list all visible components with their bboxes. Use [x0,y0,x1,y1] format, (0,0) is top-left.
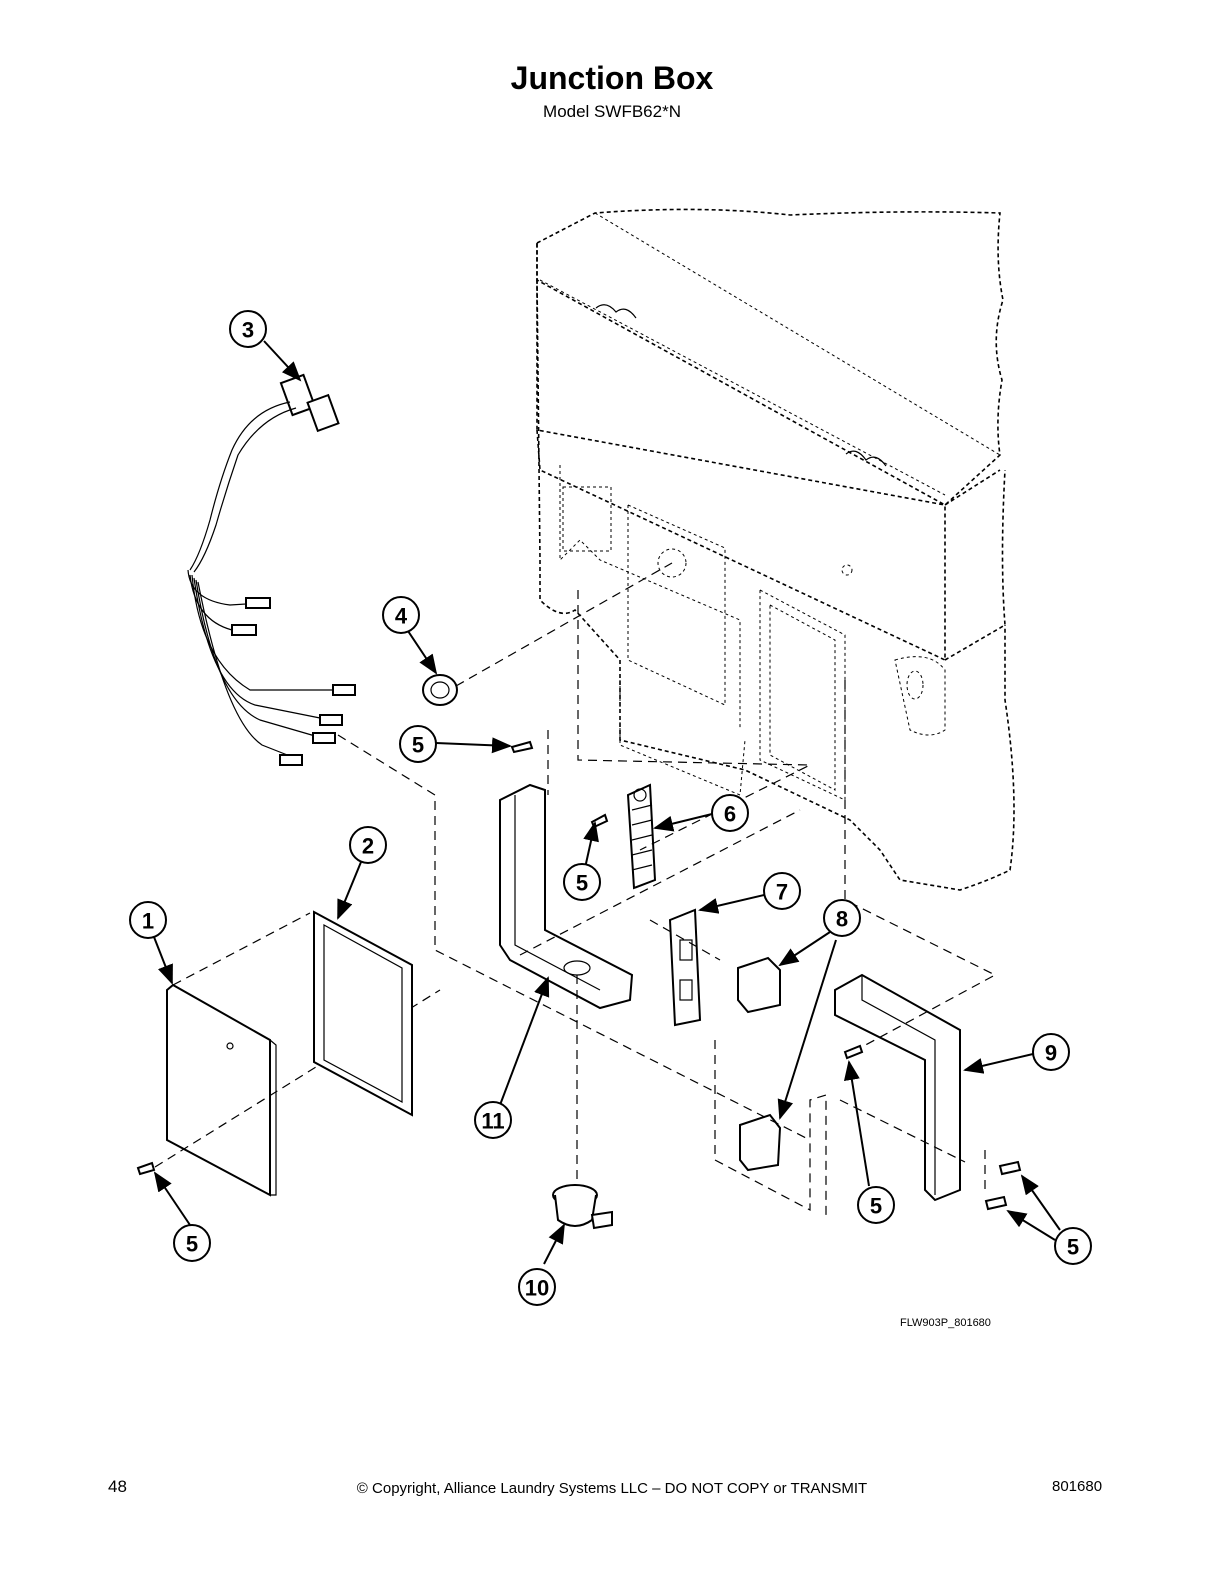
svg-text:7: 7 [776,880,788,905]
callout-9: 9 [1032,1033,1070,1071]
svg-text:5: 5 [870,1194,882,1219]
bushing [422,562,673,706]
cover-panel [154,912,441,1197]
screw-6 [984,1195,1008,1211]
gasket-frame [313,910,413,1117]
callout-5b: 5 [563,863,601,901]
terminal-block [626,783,657,890]
switch-plate [668,908,702,1027]
mounting-bracket [499,783,634,1180]
svg-text:5: 5 [576,871,588,896]
svg-text:5: 5 [412,733,424,758]
callout-arrows [153,340,1061,1265]
copyright-notice: © Copyright, Alliance Laundry Systems LL… [356,1480,868,1497]
svg-text:2: 2 [362,834,374,859]
page-number: 48 [108,1477,127,1496]
machine-cabinet-outline [536,208,1015,891]
callout-2: 2 [349,826,387,864]
callout-5c: 5 [173,1224,211,1262]
callout-1: 1 [129,901,167,939]
callout-5d: 5 [857,1186,895,1224]
callout-5a: 5 [399,725,437,763]
water-fitting [552,1184,613,1230]
svg-text:5: 5 [1067,1235,1079,1260]
svg-text:5: 5 [186,1232,198,1257]
relay-upper [737,956,781,1014]
drawing-id: FLW903P_801680 [900,1317,991,1329]
svg-text:3: 3 [242,318,254,343]
svg-text:9: 9 [1045,1041,1057,1066]
svg-text:4: 4 [395,604,408,629]
callout-4: 4 [382,596,420,634]
screw-3 [136,1161,156,1176]
callout-3: 3 [229,310,267,348]
wire-harness [187,373,356,766]
screw-1 [510,740,534,754]
page-title: Junction Box [510,60,714,96]
callout-6: 6 [711,794,749,832]
svg-text:1: 1 [142,909,154,934]
callout-10: 10 [518,1268,556,1306]
screw-4 [843,1044,864,1060]
callout-5e: 5 [1054,1227,1092,1265]
relay-lower [739,1113,782,1172]
svg-text:11: 11 [481,1109,504,1134]
callout-7: 7 [763,872,801,910]
svg-text:8: 8 [836,907,848,932]
svg-text:10: 10 [525,1276,549,1301]
svg-text:6: 6 [724,802,736,827]
model-subtitle: Model SWFB62*N [543,102,681,121]
callout-11: 11 [474,1101,512,1139]
callout-8: 8 [823,899,861,937]
document-number: 801680 [1052,1478,1103,1495]
screw-5 [998,1160,1022,1176]
